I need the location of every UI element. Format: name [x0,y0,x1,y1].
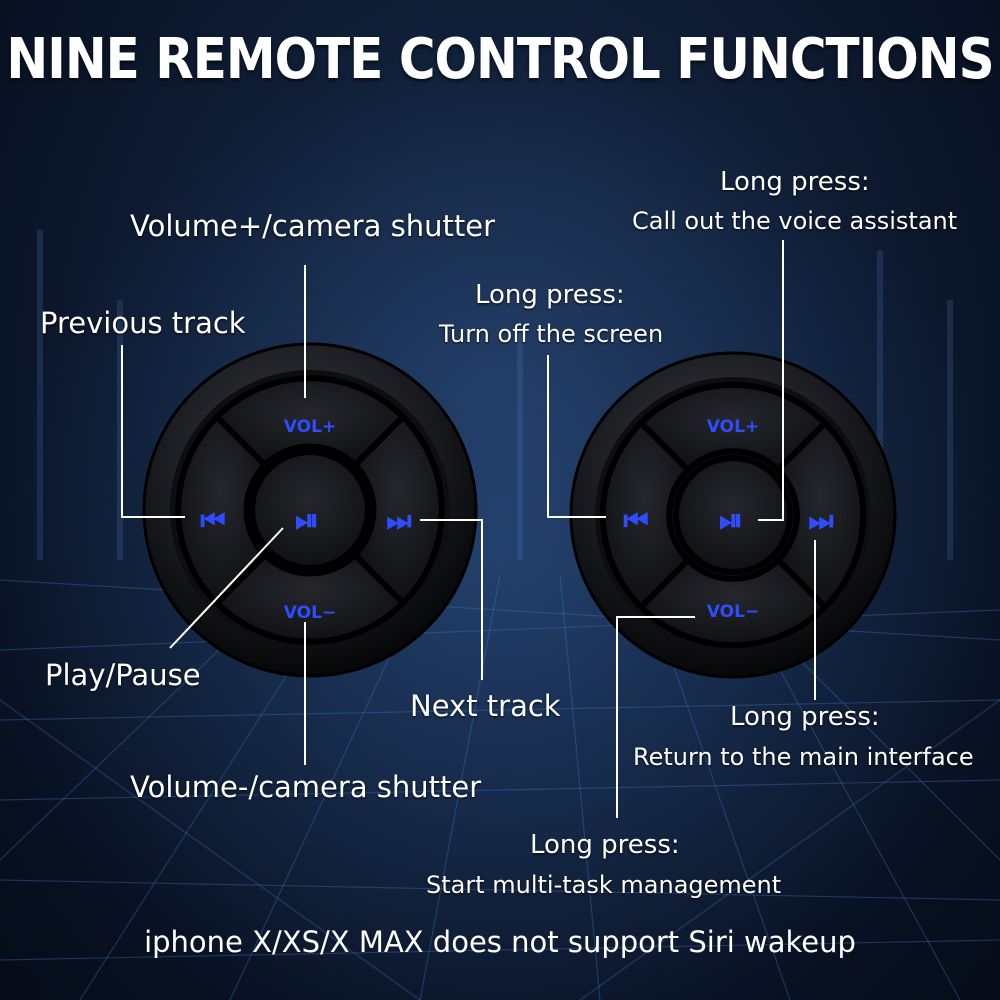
leader-play-pause [169,527,284,649]
leader-voice-assistant [758,240,784,521]
leader-previous [121,345,185,518]
footnote: iphone X/XS/X MAX does not support Siri … [144,925,856,959]
left-prev-key[interactable] [175,412,270,608]
label-voice-title: Long press: [720,167,870,197]
right-vol-up-key[interactable] [636,381,830,475]
left-play-pause-icon: ⏯ [295,503,319,538]
label-home-desc: Return to the main interface [633,743,974,771]
leader-multitask [616,616,695,818]
right-vol-down-glyph: VOL− [707,602,759,622]
left-remote: VOL+ VOL− ⏮ ⏭ ⏯ [142,342,478,678]
right-next-key[interactable] [773,418,867,612]
label-play-pause: Play/Pause [45,658,201,692]
left-vol-down-key[interactable] [212,550,408,645]
left-play-key[interactable] [249,449,371,571]
left-next-key[interactable] [350,412,445,608]
left-prev-icon: ⏮ [200,504,225,537]
right-prev-key[interactable] [599,418,693,612]
label-volume-up: Volume+/camera shutter [130,209,496,243]
label-next-track: Next track [410,689,561,723]
right-next-icon: ⏭ [808,504,833,537]
left-vol-down-glyph: VOL− [284,603,336,623]
left-vol-up-key[interactable] [212,375,408,470]
right-play-pause-icon: ⏯ [719,503,743,538]
right-play-key[interactable] [673,455,793,575]
right-prev-icon: ⏮ [623,504,648,537]
leader-next [420,519,483,680]
label-screen-desc: Turn off the screen [439,320,664,348]
right-vol-up-glyph: VOL+ [707,417,759,437]
label-volume-down: Volume-/camera shutter [130,770,482,804]
leader-screen-off [547,355,606,518]
right-vol-down-key[interactable] [636,555,830,649]
right-remote: VOL+ VOL− ⏮ ⏭ ⏯ [569,351,897,679]
left-next-icon: ⏭ [386,504,411,537]
page-title: NINE REMOTE CONTROL FUNCTIONS [6,26,994,92]
left-vol-up-glyph: VOL+ [284,417,336,437]
label-multitask-desc: Start multi-task management [426,871,782,899]
label-home-title: Long press: [730,702,880,732]
leader-lines [121,240,816,818]
label-screen-title: Long press: [475,280,625,310]
label-voice-desc: Call out the voice assistant [632,207,958,235]
label-multitask-title: Long press: [530,830,680,860]
label-previous-track: Previous track [40,306,246,340]
